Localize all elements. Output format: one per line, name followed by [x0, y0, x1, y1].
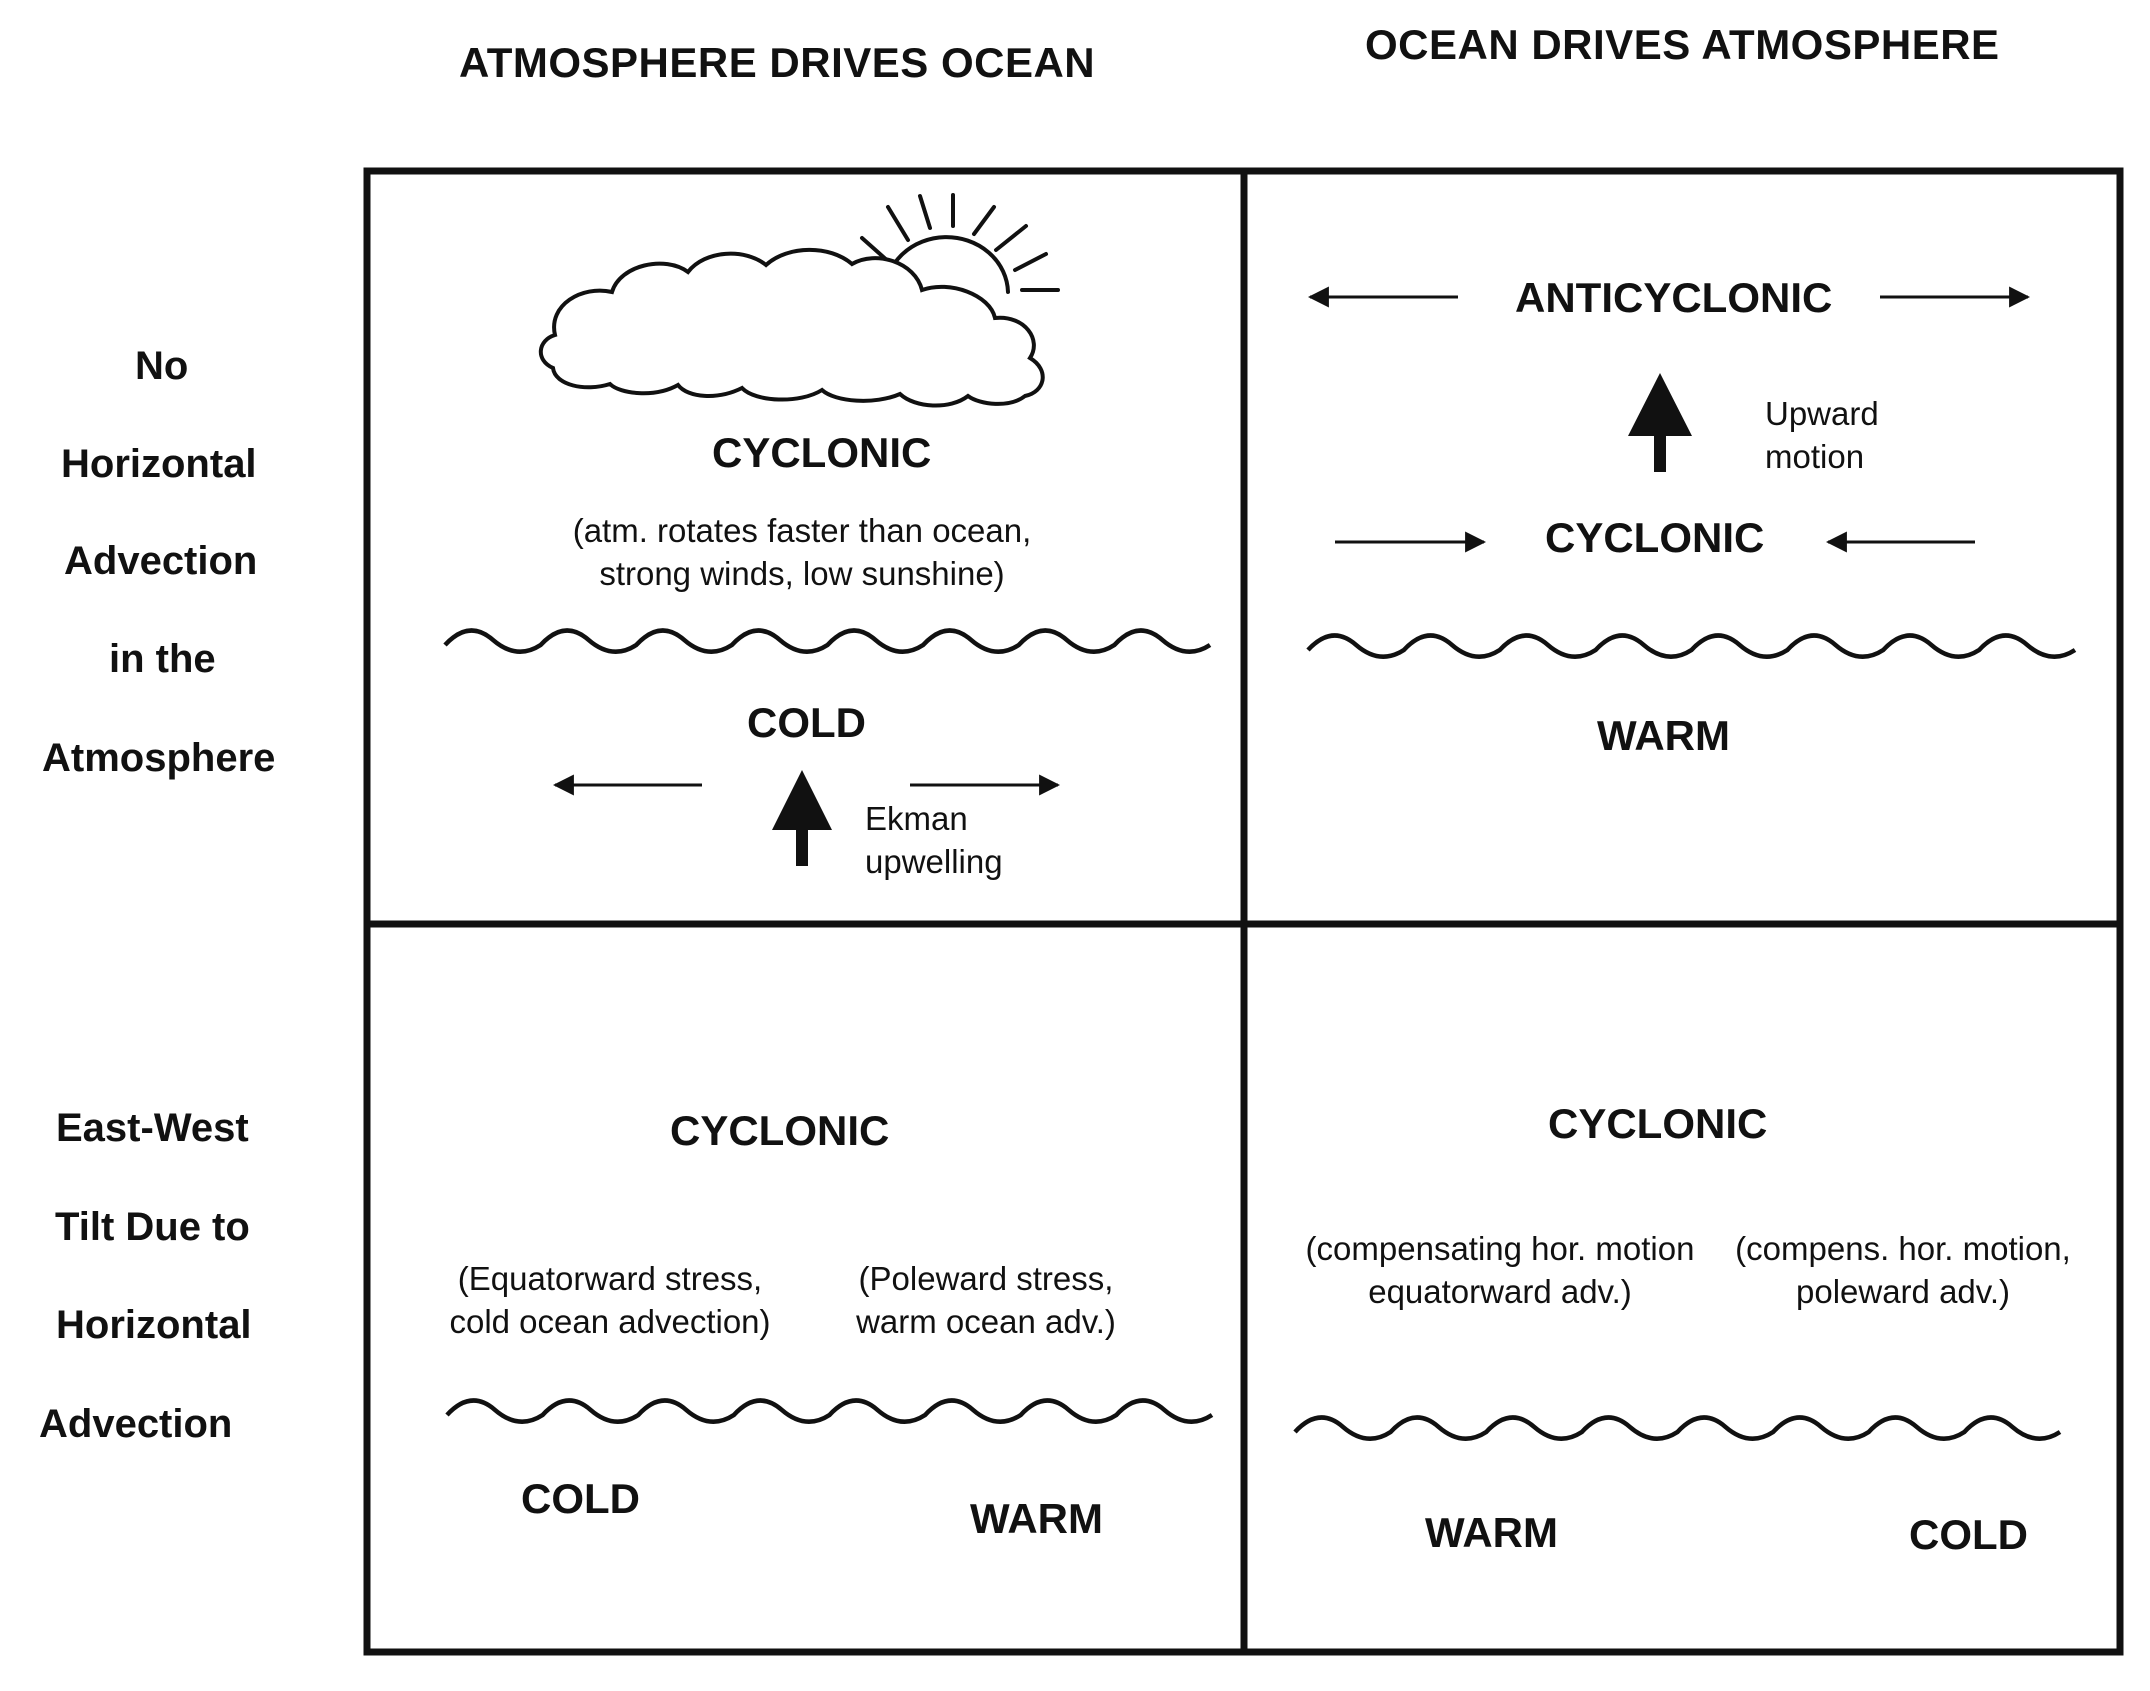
arrow-up-icon — [1628, 373, 1692, 472]
note-line: (Poleward stress, — [858, 1260, 1114, 1297]
note-line: Ekman — [865, 800, 968, 837]
row-label-bottom-line: Advection — [39, 1402, 233, 1446]
row-label-top-line: No — [135, 344, 189, 388]
row-label-bottom-line: Tilt Due to — [55, 1205, 250, 1249]
cold-label: COLD — [747, 699, 866, 746]
wave-line — [445, 1398, 1214, 1424]
note-line: Upward — [1765, 395, 1879, 432]
warm-label: WARM — [1597, 712, 1730, 759]
anticyclonic-label: ANTICYCLONIC — [1515, 274, 1833, 321]
cyclonic-label: CYCLONIC — [1545, 514, 1765, 561]
warm-label: WARM — [970, 1495, 1103, 1542]
note-line: (compensating hor. motion — [1305, 1230, 1695, 1267]
cloud-icon — [538, 247, 1045, 408]
cell-note: (atm. rotates faster than ocean, strong … — [568, 510, 1036, 596]
note-line: cold ocean advection) — [449, 1302, 771, 1340]
wave-line — [1293, 1415, 2062, 1441]
cyclonic-label: CYCLONIC — [712, 429, 932, 476]
note-line: (atm. rotates faster than ocean, — [572, 512, 1032, 549]
cyclonic-label: CYCLONIC — [1548, 1100, 1768, 1147]
row-label-bottom-line: East-West — [56, 1106, 249, 1150]
arrow-up-icon — [772, 770, 832, 866]
cyclonic-label: CYCLONIC — [670, 1107, 890, 1154]
note-line: poleward adv.) — [1795, 1272, 2010, 1310]
row-label-top-line: in the — [109, 637, 216, 681]
note-line: equatorward adv.) — [1368, 1272, 1632, 1310]
row-label-top-line: Atmosphere — [42, 736, 276, 780]
note-line: (Equatorward stress, — [457, 1260, 763, 1297]
note-line: (compens. hor. motion, — [1735, 1230, 2071, 1267]
wave-line — [443, 628, 1212, 654]
row-label-bottom-line: Horizontal — [56, 1303, 252, 1347]
column-heading-right: OCEAN DRIVES ATMOSPHERE — [1365, 21, 2000, 68]
row-label-top-line: Advection — [64, 539, 258, 583]
upwelling-label: Ekman upwelling — [865, 798, 1003, 884]
warm-label: WARM — [1425, 1509, 1558, 1556]
note-line: motion — [1765, 437, 1865, 475]
cell-note: (Equatorward stress, cold ocean advectio… — [430, 1258, 790, 1344]
row-label-top-line: Horizontal — [61, 442, 257, 486]
cell-note: (compens. hor. motion, poleward adv.) — [1728, 1228, 2078, 1314]
cold-label: COLD — [521, 1475, 640, 1522]
column-heading-left: ATMOSPHERE DRIVES OCEAN — [459, 39, 1096, 86]
note-line: strong winds, low sunshine) — [599, 554, 1005, 592]
wave-line — [1306, 633, 2077, 659]
cold-label: COLD — [1909, 1511, 2028, 1558]
upward-motion-label: Upward motion — [1765, 393, 1879, 479]
cell-note: (Poleward stress, warm ocean adv.) — [836, 1258, 1136, 1344]
cell-note: (compensating hor. motion equatorward ad… — [1290, 1228, 1710, 1314]
note-line: upwelling — [865, 842, 1003, 880]
note-line: warm ocean adv.) — [856, 1302, 1116, 1340]
